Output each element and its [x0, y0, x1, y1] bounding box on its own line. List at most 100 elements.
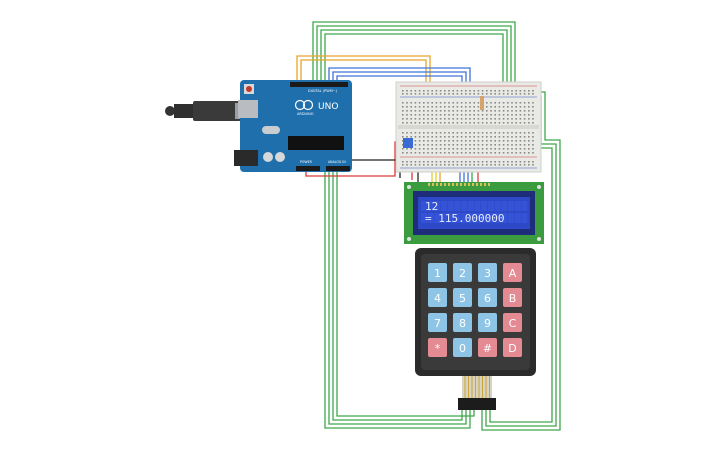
breadboard-hole [498, 161, 501, 163]
breadboard-hole [414, 110, 417, 112]
breadboard[interactable] [395, 81, 542, 173]
key-cap[interactable] [503, 338, 522, 357]
key-label: * [435, 342, 441, 355]
breadboard-hole [477, 122, 480, 124]
breadboard-hole [507, 90, 509, 92]
resistor[interactable] [480, 96, 484, 110]
keypad-key-A[interactable]: A [503, 263, 522, 282]
keypad-key-1[interactable]: 1 [428, 263, 447, 282]
key-cap[interactable] [428, 313, 447, 332]
key-cap[interactable] [478, 263, 497, 282]
breadboard-hole [460, 152, 463, 154]
key-cap[interactable] [503, 288, 522, 307]
breadboard-hole [523, 144, 526, 146]
wire-green[interactable] [332, 170, 463, 421]
wire-green[interactable] [328, 170, 467, 425]
key-cap[interactable] [453, 263, 472, 282]
mounting-hole [537, 237, 541, 241]
keypad-key-B[interactable]: B [503, 288, 522, 307]
key-cap[interactable] [453, 313, 472, 332]
breadboard-hole [414, 93, 417, 95]
lcd-cell [474, 213, 481, 223]
keypad-key-hash[interactable]: # [478, 338, 497, 357]
breadboard-hole [448, 102, 450, 104]
breadboard-hole [498, 132, 501, 134]
wire-orange[interactable] [296, 55, 431, 100]
breadboard-hole [486, 148, 488, 150]
breadboard-hole [523, 114, 526, 116]
breadboard-hole [452, 148, 454, 150]
breadboard-hole [427, 161, 429, 163]
breadboard-hole [418, 106, 421, 108]
key-cap[interactable] [503, 263, 522, 282]
potentiometer[interactable] [403, 138, 413, 148]
breadboard-hole [502, 136, 505, 138]
key-cap[interactable] [428, 263, 447, 282]
breadboard-hole [486, 106, 488, 108]
key-cap[interactable] [428, 288, 447, 307]
breadboard-hole [490, 152, 492, 154]
breadboard-hole [456, 110, 459, 112]
keypad-key-9[interactable]: 9 [478, 313, 497, 332]
breadboard-hole [439, 164, 442, 166]
wire-green[interactable] [481, 91, 561, 431]
keypad-key-2[interactable]: 2 [453, 263, 472, 282]
wire-green[interactable] [324, 170, 471, 429]
breadboard-hole [469, 152, 471, 154]
breadboard-hole [469, 148, 471, 150]
keypad-key-0[interactable]: 0 [453, 338, 472, 357]
mounting-hole [537, 185, 541, 189]
key-cap[interactable] [478, 313, 497, 332]
breadboard-hole [465, 118, 467, 120]
key-cap[interactable] [478, 338, 497, 357]
keypad-key-5[interactable]: 5 [453, 288, 472, 307]
lcd-pin [452, 183, 454, 186]
keypad-key-7[interactable]: 7 [428, 313, 447, 332]
lcd-pin [440, 183, 442, 186]
wire-green[interactable] [336, 170, 475, 417]
key-cap[interactable] [478, 288, 497, 307]
breadboard-hole [481, 132, 484, 134]
wire-green[interactable] [316, 25, 512, 134]
lcd-module[interactable]: 12 = 115.000000 [404, 182, 544, 244]
breadboard-hole [511, 93, 513, 95]
key-cap[interactable] [453, 338, 472, 357]
breadboard-hole [515, 164, 517, 166]
breadboard-hole [532, 110, 534, 112]
reset-button-cap[interactable] [246, 86, 252, 92]
key-cap[interactable] [428, 338, 447, 357]
keypad-key-4[interactable]: 4 [428, 288, 447, 307]
keypad-key-C[interactable]: C [503, 313, 522, 332]
breadboard-hole [528, 93, 530, 95]
usb-cable[interactable] [165, 101, 247, 121]
breadboard-hole [406, 161, 408, 163]
key-cap[interactable] [453, 288, 472, 307]
lcd-pin [436, 183, 438, 186]
breadboard-hole [406, 114, 408, 116]
breadboard-hole [439, 93, 442, 95]
breadboard-hole [511, 140, 513, 142]
keypad-key-8[interactable]: 8 [453, 313, 472, 332]
breadboard-hole [507, 132, 509, 134]
breadboard-hole [456, 148, 459, 150]
wire-black[interactable] [345, 159, 401, 178]
breadboard-hole [477, 90, 480, 92]
breadboard-hole [515, 148, 517, 150]
key-cap[interactable] [503, 313, 522, 332]
lcd-cell [454, 213, 461, 223]
wire-green[interactable] [312, 21, 516, 130]
lcd-cell [514, 213, 521, 223]
breadboard-hole [532, 114, 534, 116]
keypad-key-star[interactable]: * [428, 338, 447, 357]
breadboard-hole [465, 93, 467, 95]
lcd-cell [494, 213, 501, 223]
keypad-key-3[interactable]: 3 [478, 263, 497, 282]
keypad-key-6[interactable]: 6 [478, 288, 497, 307]
arduino-uno-board[interactable]: DIGITAL (PWM~) UNO ARDUINO POWER ANALOG … [234, 80, 352, 172]
breadboard-hole [511, 102, 513, 104]
breadboard-hole [418, 102, 421, 104]
breadboard-hole [465, 164, 467, 166]
keypad-key-D[interactable]: D [503, 338, 522, 357]
